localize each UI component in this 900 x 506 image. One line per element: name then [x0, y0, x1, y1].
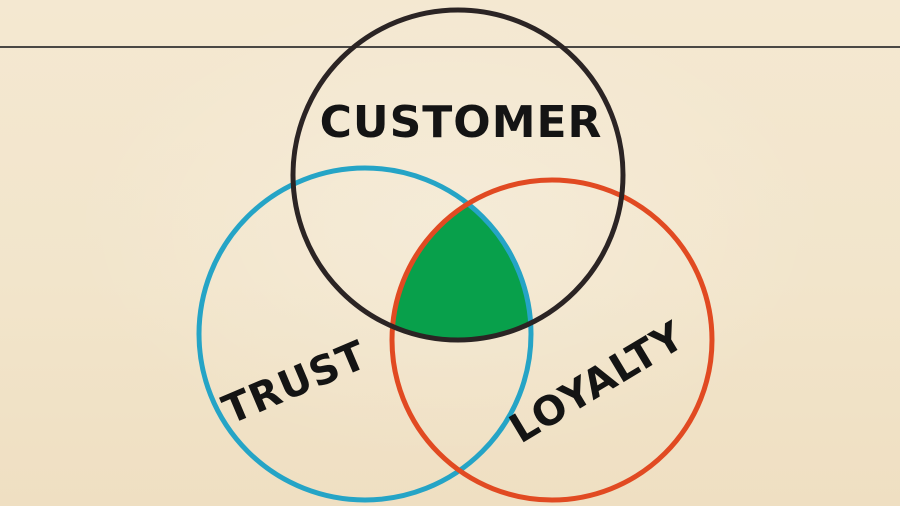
trust-circle — [196, 165, 534, 503]
customer-circle — [290, 7, 626, 343]
top-rule-line — [0, 46, 900, 48]
customer-label: CUSTOMER — [320, 97, 603, 148]
trust-label: TRUST — [216, 332, 374, 434]
loyalty-circle — [389, 177, 715, 503]
